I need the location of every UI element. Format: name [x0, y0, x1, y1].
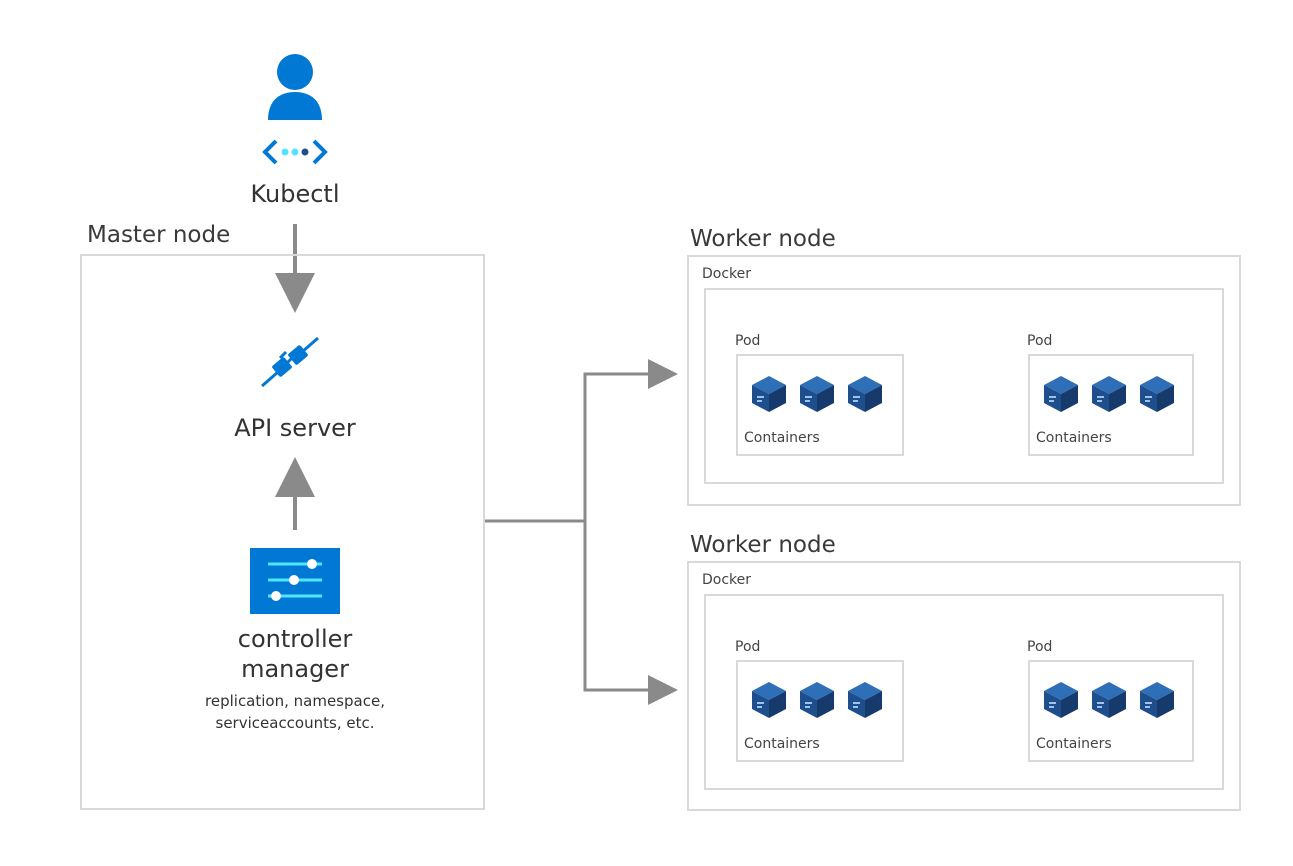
worker-2-pod-1-label: Pod: [735, 639, 761, 655]
container-cube-icon: [750, 680, 788, 724]
container-cube-icon: [1138, 374, 1176, 418]
containers-label: Containers: [1036, 736, 1112, 752]
kubectl-user-icon: [266, 52, 324, 122]
worker-1-pod-1-box: Containers: [736, 354, 904, 456]
worker-1-pod-1-label: Pod: [735, 333, 761, 349]
container-cube-icon: [750, 374, 788, 418]
sliders-icon: [250, 548, 340, 614]
containers-label: Containers: [744, 736, 820, 752]
worker-node-1-runtime: Docker: [702, 266, 752, 282]
plug-connector-icon: [258, 334, 322, 390]
api-server-label: API server: [234, 414, 356, 442]
worker-node-1-title: Worker node: [690, 226, 836, 252]
container-icons: [750, 374, 894, 418]
worker-node-2-runtime: Docker: [702, 572, 752, 588]
controller-manager-label-line1: controller: [237, 625, 353, 653]
container-cube-icon: [798, 374, 836, 418]
containers-label: Containers: [1036, 430, 1112, 446]
docker-2-box: [704, 594, 1224, 790]
worker-2-pod-2-label: Pod: [1027, 639, 1053, 655]
container-cube-icon: [798, 680, 836, 724]
worker-2-pod-2-box: Containers: [1028, 660, 1194, 762]
container-cube-icon: [1042, 680, 1080, 724]
worker-1-pod-2-box: Containers: [1028, 354, 1194, 456]
controller-manager-desc-line2: serviceaccounts, etc.: [215, 714, 375, 732]
container-cube-icon: [846, 680, 884, 724]
master-node-box: [80, 254, 485, 810]
kubectl-label: Kubectl: [250, 180, 340, 208]
code-brackets-icon: [262, 138, 328, 166]
worker-node-2-title: Worker node: [690, 532, 836, 558]
worker-node-2-box: [687, 561, 1241, 811]
arrow-master-to-worker-1: [485, 359, 678, 523]
worker-1-pod-2-label: Pod: [1027, 333, 1053, 349]
container-cube-icon: [846, 374, 884, 418]
container-cube-icon: [1090, 680, 1128, 724]
controller-manager-label-line2: manager: [241, 655, 349, 683]
container-icons: [1042, 680, 1186, 724]
container-icons: [1042, 374, 1186, 418]
docker-1-box: [704, 288, 1224, 484]
worker-2-pod-1-box: Containers: [736, 660, 904, 762]
containers-label: Containers: [744, 430, 820, 446]
master-node-title: Master node: [87, 222, 231, 248]
controller-manager-desc-line1: replication, namespace,: [205, 692, 385, 710]
worker-node-1-box: [687, 255, 1241, 506]
container-cube-icon: [1138, 680, 1176, 724]
container-icons: [750, 680, 894, 724]
container-cube-icon: [1090, 374, 1128, 418]
arrow-master-to-worker-2: [583, 521, 678, 705]
container-cube-icon: [1042, 374, 1080, 418]
